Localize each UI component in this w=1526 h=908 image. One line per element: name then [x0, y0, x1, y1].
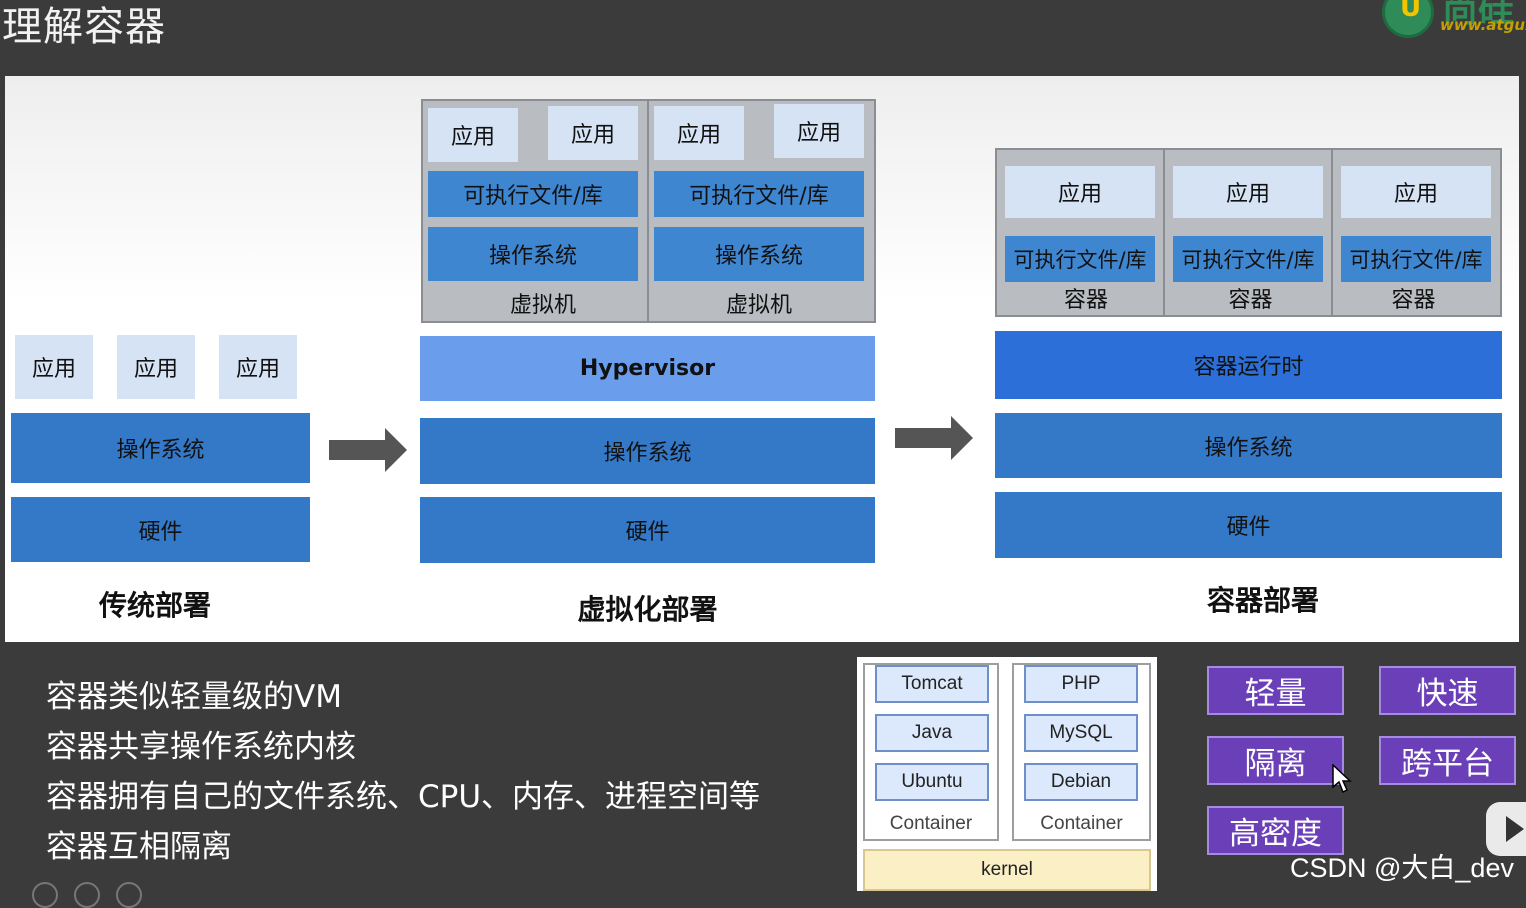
right-item-mysql: MySQL [1024, 714, 1138, 752]
left-item-java: Java [875, 714, 989, 752]
virtualized-caption: 虚拟化部署 [577, 593, 718, 626]
vm1-app-1: 应用 [428, 108, 518, 162]
vm2-app-2: 应用 [774, 104, 864, 158]
vm2-os: 操作系统 [654, 227, 864, 281]
container-caption: 容器部署 [1206, 584, 1319, 617]
traditional-app-2: 应用 [117, 335, 195, 399]
container3-bins: 可执行文件/库 [1341, 236, 1491, 282]
virtualized-hardware: 硬件 [420, 497, 875, 563]
arrow-right-icon [329, 428, 407, 472]
diagram-panel: 应用 应用 应用 操作系统 硬件 传统部署 应用 应用 可执行文件/库 操作系统… [5, 76, 1519, 642]
bullet-item: 容器互相隔离 [46, 829, 232, 865]
feature-tag-isolation: 隔离 [1207, 736, 1344, 785]
container3-label: 容器 [1391, 288, 1436, 313]
container1-label: 容器 [1063, 288, 1108, 313]
logo-text: 尚硅 [1442, 0, 1515, 30]
vm-divider [647, 101, 649, 321]
vm2-bins: 可执行文件/库 [654, 171, 864, 217]
vm2-app-1: 应用 [654, 106, 744, 160]
logo-icon: U [1382, 0, 1434, 38]
play-button-icon[interactable] [1484, 796, 1526, 860]
bullet-item: 容器拥有自己的文件系统、CPU、内存、进程空间等 [46, 779, 761, 815]
container-hardware: 硬件 [995, 492, 1502, 558]
container-divider-2 [1331, 150, 1333, 315]
vm2-label: 虚拟机 [725, 293, 792, 318]
right-item-debian: Debian [1024, 763, 1138, 801]
feature-tag-high-density: 高密度 [1207, 806, 1344, 855]
container3-app: 应用 [1341, 166, 1491, 218]
control-dot [116, 882, 142, 908]
hypervisor-layer: Hypervisor [420, 336, 875, 401]
left-container-label: Container [889, 813, 973, 834]
vm1-app-2: 应用 [548, 106, 638, 160]
bullet-list: 容器类似轻量级的VM 容器共享操作系统内核 容器拥有自己的文件系统、CPU、内存… [46, 672, 760, 872]
bullet-item: 容器类似轻量级的VM [46, 679, 342, 715]
left-item-ubuntu: Ubuntu [875, 763, 989, 801]
traditional-caption: 传统部署 [98, 589, 211, 622]
container-stack-diagram: Tomcat Java Ubuntu Container PHP MySQL D… [857, 657, 1157, 891]
vm1-label: 虚拟机 [509, 293, 576, 318]
watermark-text: CSDN @大白_dev [1290, 853, 1514, 883]
feature-tag-fast: 快速 [1379, 666, 1516, 715]
container1-bins: 可执行文件/库 [1005, 236, 1155, 282]
feature-tag-cross-platform: 跨平台 [1379, 736, 1516, 785]
kernel-layer: kernel [863, 849, 1151, 891]
container-os: 操作系统 [995, 413, 1502, 478]
virtualized-os: 操作系统 [420, 418, 875, 484]
container-runtime-layer: 容器运行时 [995, 331, 1502, 399]
bullet-item: 容器共享操作系统内核 [46, 729, 356, 765]
traditional-app-1: 应用 [15, 335, 93, 399]
mouse-cursor-icon [1332, 764, 1352, 794]
logo-url: www.atgui [1440, 16, 1526, 34]
feature-tag-lightweight: 轻量 [1207, 666, 1344, 715]
right-item-php: PHP [1024, 665, 1138, 703]
container2-bins: 可执行文件/库 [1173, 236, 1323, 282]
vm1-os: 操作系统 [428, 227, 638, 281]
left-item-tomcat: Tomcat [875, 665, 989, 703]
container-divider-1 [1163, 150, 1165, 315]
traditional-hardware: 硬件 [11, 497, 310, 562]
right-container-label: Container [1040, 813, 1123, 834]
control-dot [32, 882, 58, 908]
container2-app: 应用 [1173, 166, 1323, 218]
vm1-bins: 可执行文件/库 [428, 171, 638, 217]
control-dot [74, 882, 100, 908]
page-title: 理解容器 [2, 4, 166, 50]
container2-label: 容器 [1228, 288, 1273, 313]
traditional-app-3: 应用 [219, 335, 297, 399]
brand-logo: U 尚硅 www.atgui [1380, 0, 1526, 46]
container1-app: 应用 [1005, 166, 1155, 218]
traditional-os: 操作系统 [11, 413, 310, 483]
arrow-right-icon [895, 416, 973, 460]
